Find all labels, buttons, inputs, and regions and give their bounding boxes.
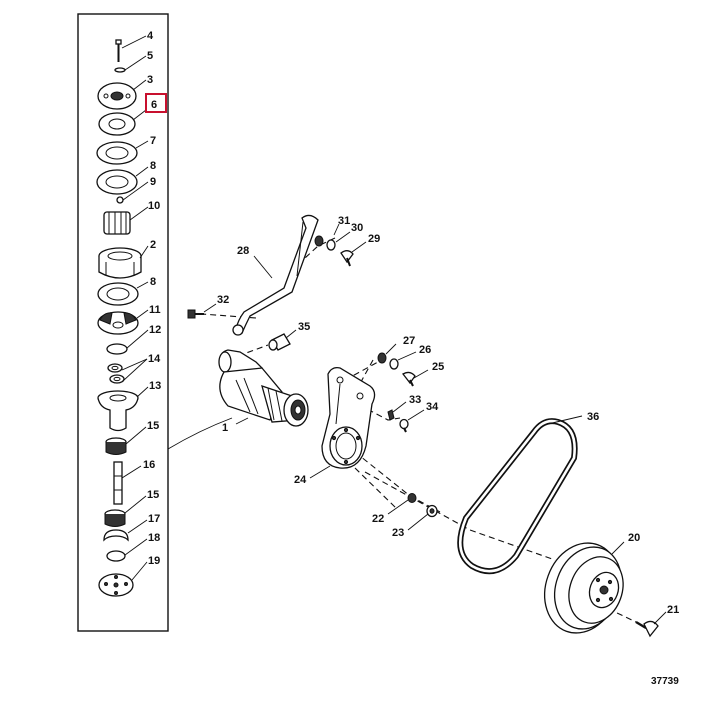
- part-bolt-32: [187, 309, 204, 319]
- callout-29: 29: [368, 233, 380, 245]
- part-mounting-bracket-24: [321, 366, 376, 469]
- part-drive-belt-36: [457, 418, 578, 575]
- exploded-view-leaders: [121, 35, 149, 581]
- part-wear-plate-11: [97, 311, 139, 335]
- exploded-view-frame: [77, 13, 169, 632]
- part-housing-13: [97, 390, 139, 432]
- callout-30: 30: [351, 222, 363, 234]
- callout-36: 36: [587, 411, 599, 423]
- part-impeller-10: [103, 211, 131, 235]
- callout-10: 10: [148, 200, 160, 212]
- part-bearing-15a: [105, 437, 127, 455]
- callout-24: 24: [294, 474, 307, 486]
- callout-21: 21: [667, 604, 679, 616]
- callout-15a: 15: [147, 420, 159, 432]
- part-bolt-21: [635, 620, 659, 638]
- callout-5: 5: [147, 50, 153, 62]
- part-washer-5: [114, 67, 126, 73]
- callout-15b: 15: [147, 489, 159, 501]
- part-o-ring-12: [106, 343, 128, 355]
- part-gasket-8b: [97, 282, 139, 306]
- part-fasteners-33-34: [387, 409, 409, 433]
- callout-28: 28: [237, 245, 249, 257]
- callout-31: 31: [338, 215, 350, 227]
- callout-8b: 8: [150, 276, 156, 288]
- callout-20: 20: [628, 532, 640, 544]
- part-fasteners-22-23: [407, 493, 438, 518]
- part-pulley-20: [544, 542, 624, 634]
- callout-12: 12: [149, 324, 161, 336]
- callout-33: 33: [409, 394, 421, 406]
- part-fasteners-29-31: [314, 235, 354, 267]
- callout-6: 6: [151, 99, 157, 111]
- part-gasket-8a: [96, 169, 138, 195]
- callout-34: 34: [426, 401, 439, 413]
- callout-17: 17: [148, 513, 160, 525]
- part-pump-body-2: [98, 247, 142, 279]
- callout-35: 35: [298, 321, 310, 333]
- highlight-box-part-6: [145, 93, 167, 113]
- part-bearing-15b: [104, 509, 126, 527]
- assembly-leaders: [203, 223, 667, 625]
- part-gasket-6: [98, 112, 136, 136]
- part-plate-7: [96, 141, 138, 165]
- callout-2: 2: [150, 239, 156, 251]
- callout-22: 22: [372, 513, 384, 525]
- callout-3: 3: [147, 74, 153, 86]
- callout-16: 16: [143, 459, 155, 471]
- callout-27: 27: [403, 335, 415, 347]
- callout-13: 13: [149, 380, 161, 392]
- callout-14: 14: [148, 353, 161, 365]
- callout-18: 18: [148, 532, 160, 544]
- callout-7: 7: [150, 135, 156, 147]
- callout-23: 23: [392, 527, 404, 539]
- part-pump-assembly-1: [218, 349, 309, 427]
- part-fasteners-25-27: [377, 352, 416, 387]
- part-cover-3: [97, 82, 137, 110]
- part-pin-9: [116, 196, 124, 204]
- part-snap-ring-17: [103, 529, 129, 542]
- callout-4: 4: [147, 30, 154, 42]
- part-bolt-4: [115, 39, 122, 62]
- part-adjusting-arm-28: [232, 214, 319, 336]
- part-spacer-35: [268, 333, 291, 351]
- callout-25: 25: [432, 361, 444, 373]
- callout-26: 26: [419, 344, 431, 356]
- part-seals-14: [107, 363, 125, 384]
- callout-11: 11: [149, 304, 161, 316]
- callout-8a: 8: [150, 160, 156, 172]
- part-shaft-16: [113, 461, 123, 505]
- callout-1: 1: [222, 422, 228, 434]
- part-flange-19: [98, 573, 134, 597]
- connector-line: [167, 417, 233, 450]
- callout-19: 19: [148, 555, 160, 567]
- callout-9: 9: [150, 176, 156, 188]
- diagram-reference-number: 37739: [651, 676, 679, 687]
- part-ring-18: [106, 550, 126, 562]
- callout-32: 32: [217, 294, 229, 306]
